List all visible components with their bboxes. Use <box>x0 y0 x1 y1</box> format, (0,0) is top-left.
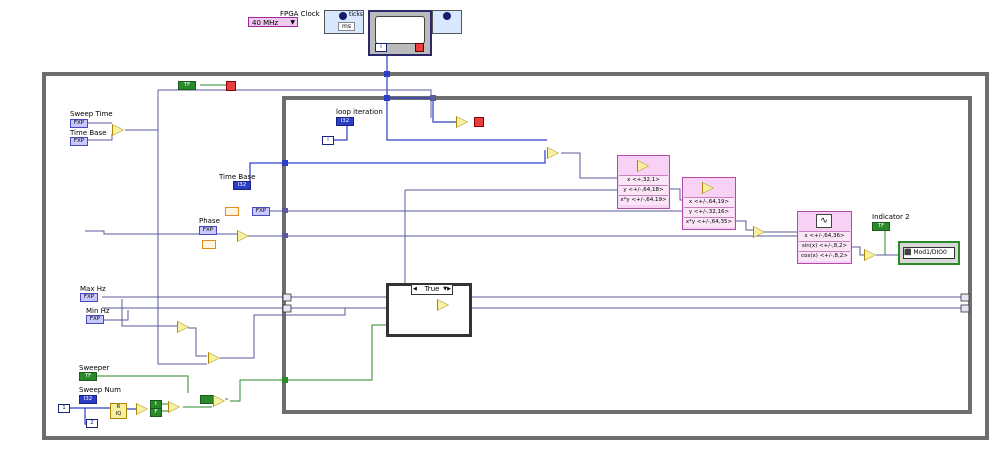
indicator2-terminal: TF <box>872 222 890 231</box>
io-node-name: Mod1/DIO0 <box>913 249 947 256</box>
timed-loop-config-node[interactable]: i <box>368 10 432 56</box>
sweep-num-label: Sweep Num <box>79 386 121 394</box>
phase-label: Phase <box>199 217 220 225</box>
false-constant: F <box>150 408 162 417</box>
case-selector-value: True <box>424 285 440 293</box>
case-selector[interactable]: ◀ True ▼▶ <box>411 284 453 295</box>
outer-while-loop <box>42 72 989 440</box>
error-icon <box>226 81 236 91</box>
divide-icon <box>547 147 559 159</box>
fpga-clock-value: 40 MHz <box>252 19 279 27</box>
add-icon <box>237 230 249 242</box>
select-icon <box>168 401 180 413</box>
mult1-out: x*y <+/-,64,19> <box>619 195 668 205</box>
sweeper-terminal[interactable]: TF <box>79 372 97 381</box>
case-selector-right-icon[interactable]: ▼▶ <box>443 286 451 292</box>
sincos-sin: sin(x) <+/-,8,2> <box>799 241 850 251</box>
or-icon <box>213 395 225 407</box>
fpga-io-node[interactable]: ⬛ Mod1/DIO0 <box>898 241 960 265</box>
orange-constant-1 <box>225 207 239 216</box>
sweep-num-terminal[interactable]: I32 <box>79 395 97 404</box>
scale-icon <box>753 226 765 238</box>
clock-icon <box>339 12 347 20</box>
sincos-node[interactable]: ∿ x <+/-,64,36> sin(x) <+/-,8,2> cos(x) … <box>797 211 852 264</box>
constant-1: 1 <box>58 404 70 413</box>
phase-terminal[interactable]: FXP <box>199 226 217 235</box>
mult2-y: y <+/-,32,16> <box>684 207 734 217</box>
mult1-y: y <+/-,64,18> <box>619 185 668 195</box>
loop-iteration-label: loop iteration <box>336 108 383 116</box>
fpga-clock-label: FPGA Clock <box>280 10 320 18</box>
multiply-icon <box>637 160 649 172</box>
fpga-clock-ring[interactable]: 40 MHz ▼ <box>248 17 298 27</box>
orange-constant-2 <box>202 240 216 249</box>
fxp-convert-node: FXP <box>252 207 270 216</box>
select-node-icon <box>437 299 449 311</box>
clock-icon <box>443 12 451 20</box>
subtract-icon <box>177 321 189 333</box>
error-cluster-icon <box>415 43 424 52</box>
mult2-x: x <+/-,64,19> <box>684 197 734 207</box>
multiply-icon <box>112 124 124 136</box>
multiply-icon-2 <box>208 352 220 364</box>
constant-2: 2 <box>86 419 98 428</box>
time-base-label-inner: Time Base <box>219 173 256 181</box>
fxp-multiply-node-1[interactable]: x <+,32,1> y <+/-,64,18> x*y <+/-,64,19> <box>617 155 670 209</box>
multiply-icon <box>702 182 714 194</box>
time-base-terminal-left[interactable]: FXP <box>70 137 88 146</box>
tick-count-node-2[interactable] <box>432 10 462 34</box>
boolean-constant <box>200 395 214 404</box>
stop-boolean-terminal[interactable]: TF <box>178 81 196 90</box>
sincos-cos: cos(x) <+/-,8,2> <box>799 251 850 261</box>
greater-than-zero-icon <box>864 249 876 261</box>
iteration-index-terminal: i <box>322 136 334 145</box>
mult1-x: x <+,32,1> <box>619 175 668 185</box>
case-selector-left-icon[interactable]: ◀ <box>413 286 417 292</box>
compare-icon <box>456 116 468 128</box>
sweep-time-label: Sweep Time <box>70 110 113 118</box>
min-hz-terminal[interactable]: FXP <box>86 315 104 324</box>
max-hz-label: Max Hz <box>80 285 106 293</box>
error-icon <box>474 117 484 127</box>
tick-count-node[interactable]: ticks ms <box>324 10 364 34</box>
tick-count-unit: ms <box>338 22 355 31</box>
sweeper-label: Sweeper <box>79 364 110 372</box>
tick-count-label: ticks <box>349 11 363 18</box>
time-base-terminal-inner[interactable]: I32 <box>233 181 251 190</box>
case-structure[interactable]: ◀ True ▼▶ <box>386 283 472 337</box>
sincos-x: x <+/-,64,36> <box>799 231 850 241</box>
sweep-time-terminal[interactable]: FXP <box>70 119 88 128</box>
fxp-multiply-node-2[interactable]: x <+/-,64,19> y <+/-,32,16> x*y <+/-,64,… <box>682 177 736 230</box>
max-hz-terminal[interactable]: FXP <box>80 293 98 302</box>
timed-loop-index-terminal: i <box>375 43 387 52</box>
loop-iteration-terminal: I32 <box>336 117 354 126</box>
inner-timed-loop <box>282 96 972 414</box>
time-base-label-left: Time Base <box>70 129 107 137</box>
indicator2-label: Indicator 2 <box>872 213 910 221</box>
mult2-out: x*y <+/-,64,35> <box>684 217 734 227</box>
io-node-icon: ⬛ <box>904 249 912 256</box>
equal-icon <box>136 403 148 415</box>
min-hz-label: Min Hz <box>86 307 110 315</box>
sine-wave-icon: ∿ <box>816 214 832 228</box>
dropdown-arrow-icon: ▼ <box>290 19 295 26</box>
